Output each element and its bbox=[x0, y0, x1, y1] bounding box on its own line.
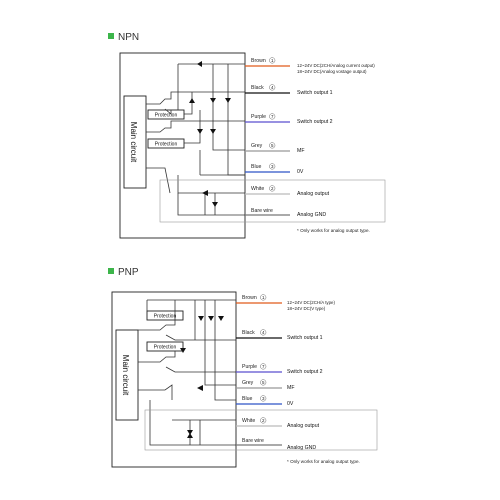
pnp-note: * Only works for analog output type. bbox=[287, 459, 360, 464]
npn-wire-name-purple: Purple bbox=[251, 114, 266, 120]
pnp-diode-7 bbox=[187, 433, 193, 438]
pnp-wire-name-grey: Grey bbox=[242, 380, 254, 386]
pnp-desc-blue: 0V bbox=[287, 401, 294, 407]
npn-wire-name-brown: Brown bbox=[251, 58, 266, 64]
pnp-title-bullet bbox=[108, 268, 114, 274]
npn-diode-6 bbox=[210, 129, 216, 134]
pnp-wire-name-brown: Brown bbox=[242, 295, 257, 301]
pnp-main-circuit-label: Main circuit bbox=[121, 355, 130, 396]
npn-diode-2 bbox=[210, 98, 216, 103]
npn-wire-num-purple: 7 bbox=[271, 114, 274, 119]
pnp-wire-name-blue: Blue bbox=[242, 396, 252, 402]
pnp-sensor-body bbox=[111, 291, 237, 468]
pnp-analog-dashed-box bbox=[144, 409, 378, 451]
npn-diode-1 bbox=[197, 61, 202, 67]
npn-desc-grey: MF bbox=[297, 148, 305, 154]
npn-main-circuit-label: Main circuit bbox=[129, 122, 138, 163]
npn-diode-3 bbox=[189, 98, 195, 103]
npn-section: NPN Main circuit Protection Protection bbox=[108, 32, 386, 239]
pnp-protection-label-2: Protection bbox=[154, 345, 177, 351]
npn-analog-dashed-box bbox=[159, 179, 386, 223]
npn-wire-num-grey: 5 bbox=[271, 143, 274, 148]
npn-wire-name-bare: Bare wire bbox=[251, 208, 273, 214]
pnp-diode-1 bbox=[198, 316, 204, 321]
pnp-section: PNP Main circuit Protection Protection bbox=[108, 267, 378, 468]
pnp-wire-name-white: White bbox=[242, 418, 255, 424]
npn-diodes bbox=[189, 61, 231, 207]
pnp-title: PNP bbox=[118, 267, 139, 278]
npn-wire-name-white: White bbox=[251, 186, 264, 192]
pnp-wire-num-white: 2 bbox=[262, 418, 265, 423]
pnp-wire-name-bare: Bare wire bbox=[242, 438, 264, 444]
npn-title: NPN bbox=[118, 32, 139, 43]
npn-desc-bare: Analog GND bbox=[297, 212, 326, 218]
pnp-desc-black: Switch output 1 bbox=[287, 335, 323, 341]
pnp-desc-purple: Switch output 2 bbox=[287, 369, 323, 375]
pnp-wire-num-brown: 1 bbox=[262, 295, 265, 300]
npn-wire-name-blue: Blue bbox=[251, 164, 261, 170]
pnp-protection-label-1: Protection bbox=[154, 314, 177, 320]
npn-diode-5 bbox=[197, 129, 203, 134]
npn-wire-num-white: 2 bbox=[271, 186, 274, 191]
pnp-protection-box-1 bbox=[146, 310, 184, 321]
npn-desc-black: Switch output 1 bbox=[297, 90, 333, 96]
npn-protection-label-2: Protection bbox=[155, 142, 178, 148]
pnp-diode-4 bbox=[180, 348, 186, 353]
pnp-wire-num-blue: 3 bbox=[262, 396, 265, 401]
pnp-diode-2 bbox=[208, 316, 214, 321]
npn-main-circuit-box bbox=[123, 95, 147, 189]
npn-diode-7 bbox=[202, 190, 208, 196]
pnp-desc-bare: Analog GND bbox=[287, 445, 316, 451]
pnp-wire-num-grey: 5 bbox=[262, 380, 265, 385]
npn-protection-label-1: Protection bbox=[155, 113, 178, 119]
npn-wire-num-blue: 3 bbox=[271, 164, 274, 169]
pnp-desc-brown-1: 12~24V DC(2CH/A type) bbox=[287, 300, 335, 305]
pnp-desc-brown-2: 18~24V DC(V type) bbox=[287, 306, 326, 311]
npn-wire-num-black: 4 bbox=[271, 85, 274, 90]
pnp-diodes bbox=[180, 316, 224, 438]
pnp-wire-name-purple: Purple bbox=[242, 364, 257, 370]
pnp-desc-grey: MF bbox=[287, 385, 295, 391]
npn-note: * Only works for analog output type. bbox=[297, 228, 370, 233]
pnp-main-circuit-box bbox=[115, 329, 139, 421]
npn-desc-blue: 0V bbox=[297, 169, 304, 175]
pnp-wire-num-black: 4 bbox=[262, 330, 265, 335]
npn-internal-wiring bbox=[146, 63, 245, 216]
pnp-wire-num-purple: 7 bbox=[262, 364, 265, 369]
npn-wire-num-brown: 1 bbox=[271, 58, 274, 63]
npn-diode-8 bbox=[212, 202, 218, 207]
npn-desc-brown-1: 12~24V DC(2CH/Analog current output) bbox=[297, 63, 375, 68]
npn-sensor-body bbox=[119, 52, 246, 239]
npn-protection-box-2 bbox=[147, 138, 185, 149]
pnp-diode-3 bbox=[218, 316, 224, 321]
npn-wires bbox=[245, 65, 290, 216]
pnp-wire-name-black: Black bbox=[242, 330, 255, 336]
npn-desc-brown-2: 18~24V DC(Analog vostage output) bbox=[297, 69, 367, 74]
pnp-internal-wiring bbox=[138, 299, 236, 446]
npn-wire-name-black: Black bbox=[251, 85, 264, 91]
pnp-protection-box-2 bbox=[146, 341, 184, 352]
pnp-diode-6 bbox=[187, 430, 193, 435]
npn-wire-name-grey: Grey bbox=[251, 143, 263, 149]
npn-desc-white: Analog output bbox=[297, 191, 330, 197]
npn-desc-purple: Switch output 2 bbox=[297, 119, 333, 125]
npn-title-bullet bbox=[108, 33, 114, 39]
npn-diode-4 bbox=[225, 98, 231, 103]
pnp-desc-white: Analog output bbox=[287, 423, 320, 429]
pnp-wires bbox=[236, 302, 282, 446]
pnp-diode-5 bbox=[197, 385, 203, 391]
